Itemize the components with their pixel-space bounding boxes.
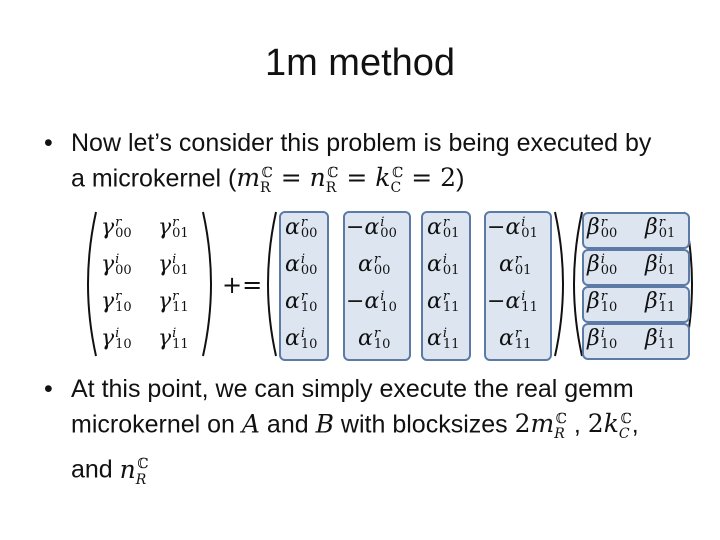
bullet-1-text: Now let’s consider this problem is being… (71, 128, 711, 203)
bullet-dot: • (44, 129, 53, 157)
plus-equals-operator: += (222, 271, 263, 299)
bullet-1-line-2: a microkernel (mRℂ = nRℂ = kCℂ = 2) (71, 158, 711, 203)
matrix-a-symbol: A (241, 409, 260, 439)
bullet-2-text: At this point, we can simply execute the… (71, 374, 711, 495)
a-column-box-3 (421, 211, 471, 361)
a-column-box-2 (343, 211, 411, 361)
bullet-1-line-1: Now let’s consider this problem is being… (71, 129, 652, 157)
bullet-2-line-1: At this point, we can simply execute the… (71, 375, 634, 403)
blocksize-kc: 2kCℂ (587, 409, 632, 443)
b-row-box-3 (582, 286, 690, 323)
bullet-1-line-2-prefix: a microkernel ( (71, 164, 237, 193)
microkernel-formula: mRℂ = nRℂ = kCℂ = 2 (236, 163, 457, 197)
blocksize-nr: nRℂ (119, 454, 149, 488)
b-row-box-4 (582, 323, 690, 360)
matrix-b-symbol: B (315, 409, 334, 439)
bullet-2-line-3: and nRℂ (71, 449, 711, 494)
bullet-2-line-2: microkernel on A and B with blocksizes 2… (71, 409, 639, 443)
bullet-1-line-2-suffix: ) (456, 164, 465, 193)
blocksize-mr: 2mRℂ (514, 409, 567, 443)
b-row-box-2 (582, 249, 690, 286)
b-row-box-1 (582, 212, 690, 249)
slide-title: 1m method (264, 42, 456, 84)
bullet-dot: • (44, 375, 53, 403)
and-word: and (266, 410, 309, 439)
bullet-2-line-2-prefix: microkernel on (71, 410, 235, 439)
bullet-2-line-2-mid: with blocksizes (340, 410, 508, 439)
bullet-2-line-3-prefix: and (71, 455, 113, 484)
a-column-box-1 (279, 211, 329, 361)
a-column-box-4 (484, 211, 552, 361)
